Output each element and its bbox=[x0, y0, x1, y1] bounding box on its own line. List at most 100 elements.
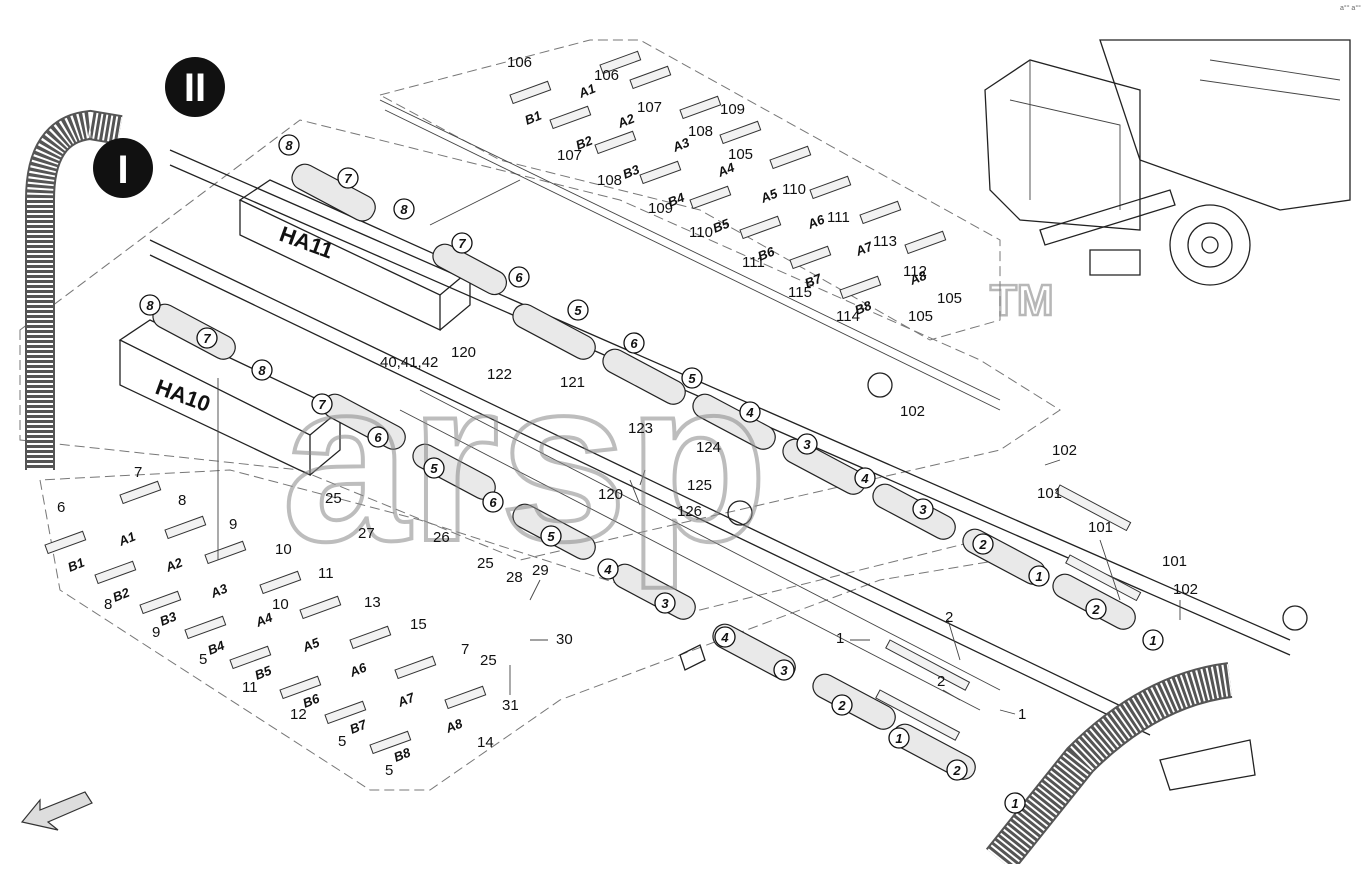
callout-number: 14 bbox=[477, 734, 494, 751]
circled-number-text: 7 bbox=[458, 236, 466, 251]
callout-number: 102 bbox=[900, 403, 925, 420]
callout-number: 110 bbox=[782, 181, 806, 198]
circled-number: 1 bbox=[1142, 629, 1164, 651]
callout-number: 10 bbox=[272, 596, 289, 613]
callout-number: 114 bbox=[836, 308, 860, 325]
circled-number: 2 bbox=[972, 533, 994, 555]
circled-number-text: 3 bbox=[919, 502, 927, 517]
port-tag: A5 bbox=[758, 185, 781, 206]
port-tag: B2 bbox=[574, 132, 596, 152]
callout-number: 108 bbox=[597, 172, 622, 189]
port-tag: A2 bbox=[163, 554, 186, 575]
callout-number: 101 bbox=[1037, 485, 1062, 502]
circled-number: 2 bbox=[1085, 598, 1107, 620]
port-tag: A8 bbox=[443, 715, 466, 736]
port-tag: A7 bbox=[853, 238, 876, 259]
port-tag: A4 bbox=[715, 159, 738, 180]
callout-number: 122 bbox=[487, 366, 512, 383]
callout-number: 5 bbox=[385, 762, 393, 779]
callout-number: 101 bbox=[1162, 553, 1187, 570]
outline-lower-kit bbox=[39, 469, 1002, 791]
callout-number: 6 bbox=[57, 499, 65, 516]
circled-number-text: 8 bbox=[285, 138, 293, 153]
group-label-I: I bbox=[93, 138, 153, 198]
circled-number-text: 3 bbox=[780, 663, 788, 678]
callout-number: 113 bbox=[873, 233, 897, 250]
circled-number: 8 bbox=[251, 359, 273, 381]
port-tag: A3 bbox=[670, 134, 693, 155]
callout-number: 25 bbox=[480, 652, 497, 669]
port-tag: A4 bbox=[253, 609, 276, 630]
machine-inset-drawing bbox=[984, 39, 1351, 286]
port-tag: B8 bbox=[392, 744, 414, 764]
circled-number-text: 4 bbox=[860, 471, 869, 486]
circled-number-text: 6 bbox=[515, 270, 523, 285]
group-label-II: II bbox=[165, 57, 225, 117]
port-tag: A2 bbox=[615, 110, 638, 131]
circled-number: 7 bbox=[196, 327, 218, 349]
circled-number-text: 8 bbox=[146, 298, 154, 313]
group-label-II-text: II bbox=[184, 66, 206, 110]
port-tag: B6 bbox=[301, 690, 323, 710]
circled-number-text: 5 bbox=[430, 461, 438, 476]
group-label-I-text: I bbox=[117, 148, 128, 192]
callout-number: 124 bbox=[696, 439, 721, 456]
circled-number-text: 4 bbox=[720, 630, 729, 645]
callout-number: 40,41,42 bbox=[380, 354, 438, 371]
callout-number: 7 bbox=[461, 641, 469, 658]
leader-lines bbox=[217, 179, 1181, 715]
circled-number-text: 5 bbox=[688, 371, 696, 386]
callout-number: 106 bbox=[594, 67, 619, 84]
port-tag: B1 bbox=[523, 108, 544, 128]
callout-number: 13 bbox=[364, 594, 381, 611]
circled-number: 5 bbox=[681, 367, 703, 389]
circled-number: 6 bbox=[508, 266, 530, 288]
callout-number: 27 bbox=[358, 525, 375, 542]
callout-number: 108 bbox=[688, 123, 713, 140]
callout-number: 12 bbox=[290, 706, 307, 723]
callout-number: 11 bbox=[242, 679, 258, 696]
port-tag: A1 bbox=[576, 81, 598, 102]
circled-number: 5 bbox=[423, 457, 445, 479]
callout-number: 105 bbox=[937, 290, 962, 307]
port-tag: B4 bbox=[206, 637, 228, 657]
callout-number: 121 bbox=[560, 374, 585, 391]
callout-number: 120 bbox=[598, 486, 623, 503]
callout-number: 5 bbox=[199, 651, 207, 668]
callout-number: 125 bbox=[687, 477, 712, 494]
circled-number: 3 bbox=[654, 592, 676, 614]
circled-number: 5 bbox=[540, 525, 562, 547]
circled-number-text: 2 bbox=[978, 537, 987, 552]
circled-number-text: 4 bbox=[745, 405, 754, 420]
circled-number-text: 6 bbox=[489, 495, 497, 510]
circled-number: 8 bbox=[393, 198, 415, 220]
port-tag: A8 bbox=[907, 267, 930, 288]
circled-number: 1 bbox=[888, 727, 910, 749]
corrugated-conduit-left bbox=[25, 109, 123, 470]
callout-number: 5 bbox=[338, 733, 346, 750]
callout-number: 7 bbox=[134, 464, 142, 481]
circled-number-text: 3 bbox=[803, 437, 811, 452]
loose-hose-parts bbox=[44, 50, 1142, 755]
port-tag: B3 bbox=[158, 608, 180, 628]
callout-number: 107 bbox=[637, 99, 662, 116]
callout-number: 112 bbox=[903, 263, 927, 280]
circled-number-text: 8 bbox=[400, 202, 408, 217]
port-tag: A7 bbox=[395, 689, 418, 710]
callout-number: 9 bbox=[229, 516, 237, 533]
circled-number: 6 bbox=[367, 426, 389, 448]
outline-main-region bbox=[19, 119, 1061, 561]
circled-number: 2 bbox=[946, 759, 968, 781]
circled-number-text: 1 bbox=[1149, 633, 1156, 648]
callout-number: 105 bbox=[908, 308, 933, 325]
callout-number: 102 bbox=[1052, 442, 1077, 459]
circled-number: 1 bbox=[1028, 565, 1050, 587]
callout-number: 31 bbox=[502, 697, 519, 714]
circled-number: 8 bbox=[278, 134, 300, 156]
callout-number: 111 bbox=[827, 209, 850, 226]
callout-number: 123 bbox=[628, 420, 653, 437]
corner-mark: a°° a°° bbox=[1340, 4, 1361, 12]
